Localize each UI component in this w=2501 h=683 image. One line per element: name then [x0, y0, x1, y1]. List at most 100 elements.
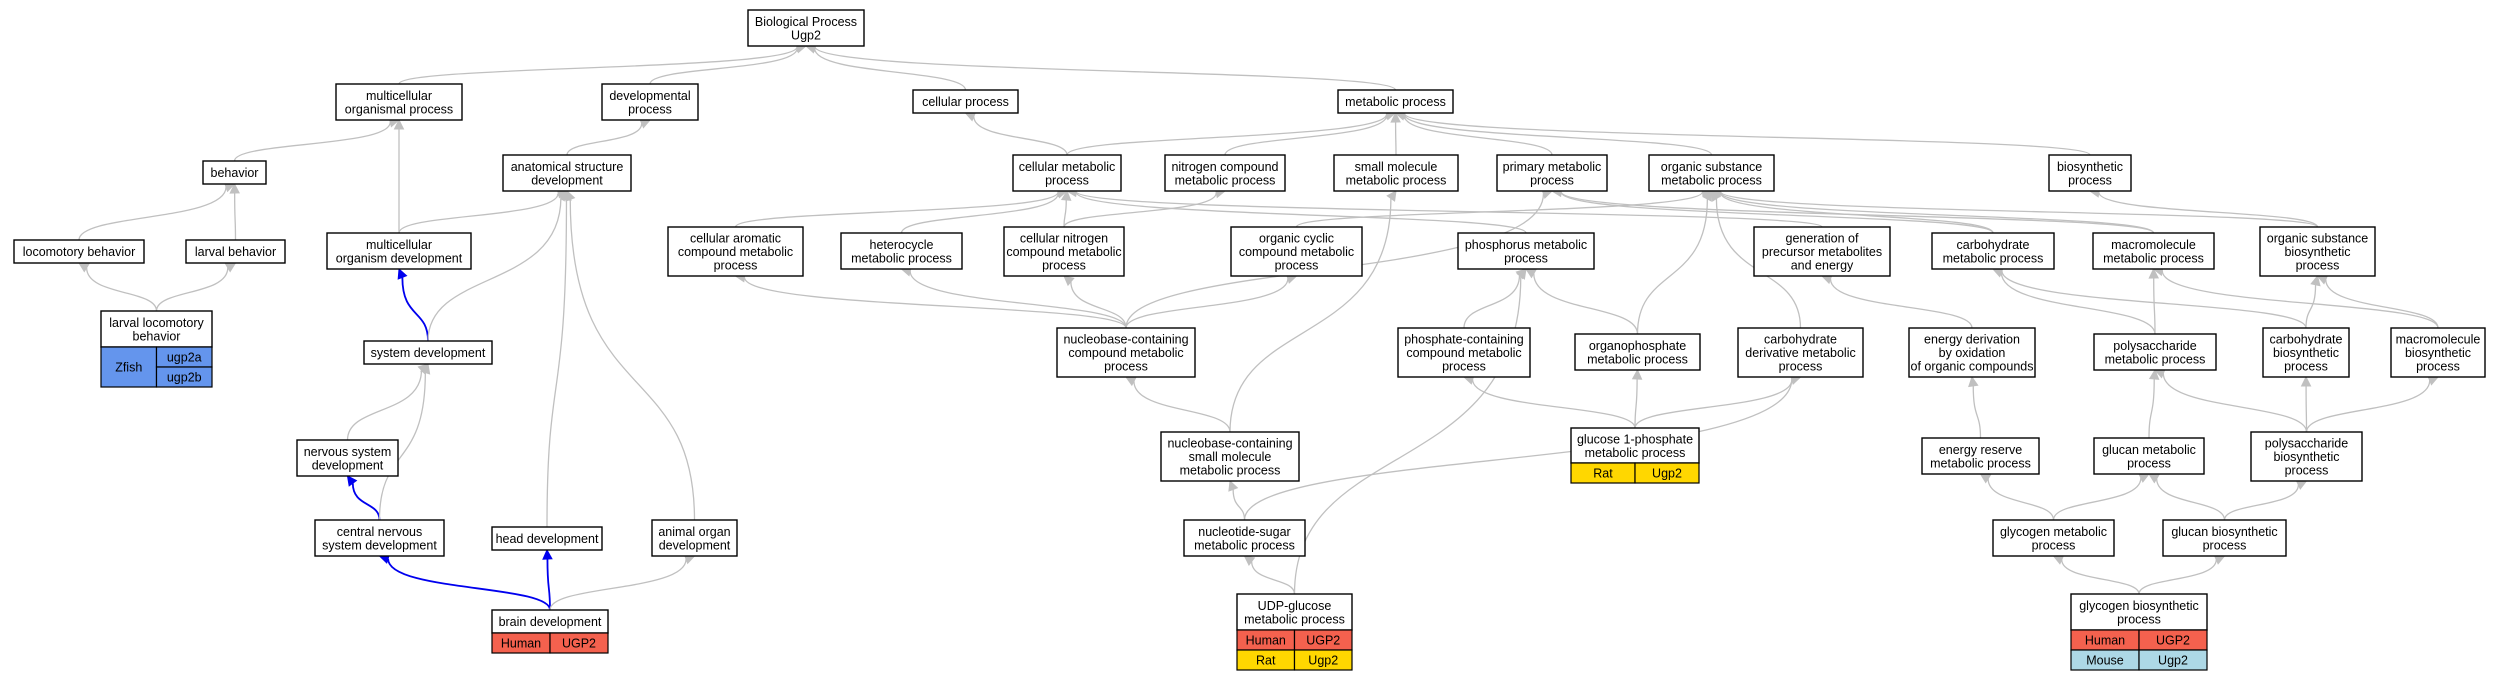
- edge-arrowhead: [420, 362, 431, 375]
- edge-organic_biosynthetic-to-organic_substance: [1710, 186, 2319, 228]
- node-label-line: glycogen biosynthetic: [2079, 599, 2199, 613]
- edge-line: [398, 193, 559, 234]
- edge-line: [427, 197, 562, 342]
- node-box: [2093, 437, 2205, 475]
- node-box: [363, 340, 493, 365]
- node-label-line: organism development: [336, 251, 463, 265]
- node-box: [2162, 519, 2287, 557]
- node-behavior[interactable]: behavior: [202, 160, 267, 185]
- node-label-line: central nervous: [337, 525, 422, 539]
- node-cellular-process[interactable]: cellular process: [912, 89, 1019, 114]
- node-label-line: compound metabolic: [1406, 346, 1521, 360]
- edge-line: [155, 267, 229, 312]
- node-label-line: small molecule: [1355, 160, 1438, 174]
- edge-cns-to-nervous_system: [346, 475, 381, 521]
- gene-name: Ugp2: [2158, 654, 2188, 668]
- edge-line: [2325, 279, 2439, 329]
- edge-line: [1403, 112, 2091, 156]
- node-larval-behavior[interactable]: larval behavior: [185, 239, 286, 264]
- edge-system_development-to-mco_development: [397, 267, 429, 342]
- edge-udp_glucose-to-phosphorus: [1293, 268, 1527, 595]
- edge-larval_behavior-to-behavior: [229, 182, 240, 241]
- edge-line: [1075, 191, 1527, 234]
- edge-line: [1133, 381, 1231, 433]
- node-box: [1737, 327, 1864, 378]
- edge-nucleobase_small-to-nucleobase_compound: [1125, 376, 1231, 433]
- node-system-development[interactable]: system development: [363, 340, 493, 365]
- edge-carbohydrate_metabolic-to-primary_metabolic: [1550, 186, 1994, 234]
- node-label-line: metabolic process: [1180, 464, 1281, 478]
- edge-line: [1075, 190, 1823, 228]
- edge-energy_reserve-to-energy_derivation: [1968, 375, 1982, 439]
- edge-glucan_metabolic-to-polysaccharide_metabolic: [2148, 368, 2160, 439]
- node-metabolic[interactable]: metabolic process: [1337, 89, 1454, 114]
- node-head-development[interactable]: head development: [491, 526, 603, 551]
- node-locomotory[interactable]: locomotory behavior: [13, 239, 145, 264]
- edge-glucan_biosynthetic-to-glucan_metabolic: [2148, 473, 2226, 521]
- node-label-line: glucan biosynthetic: [2171, 525, 2277, 539]
- node-label-line: system development: [371, 346, 486, 360]
- edge-arrowhead: [2310, 274, 2321, 287]
- edge-arrowhead: [1390, 111, 1401, 123]
- node-label-line: process: [2127, 456, 2171, 470]
- node-box: [100, 310, 213, 348]
- edge-locomotory-to-behavior: [78, 182, 236, 241]
- edge-line: [1224, 114, 1388, 156]
- node-label-line: larval locomotory: [109, 316, 204, 330]
- edge-line: [346, 370, 423, 441]
- edge-line: [1403, 113, 1713, 156]
- node-box: [1012, 154, 1122, 192]
- edge-line: [909, 271, 1127, 329]
- node-label-line: generation of: [1786, 232, 1860, 246]
- node-label-line: and energy: [1791, 259, 1854, 273]
- node-label-line: process: [2117, 612, 2161, 626]
- node-brain-development[interactable]: brain development: [491, 609, 609, 634]
- node-label-line: process: [1042, 259, 1086, 273]
- edge-animal_organ-to-anatomical: [565, 189, 696, 521]
- node-box: [2259, 226, 2376, 277]
- edge-polysaccharide_biosynthetic-to-carbohydrate_biosynthetic: [2300, 375, 2312, 433]
